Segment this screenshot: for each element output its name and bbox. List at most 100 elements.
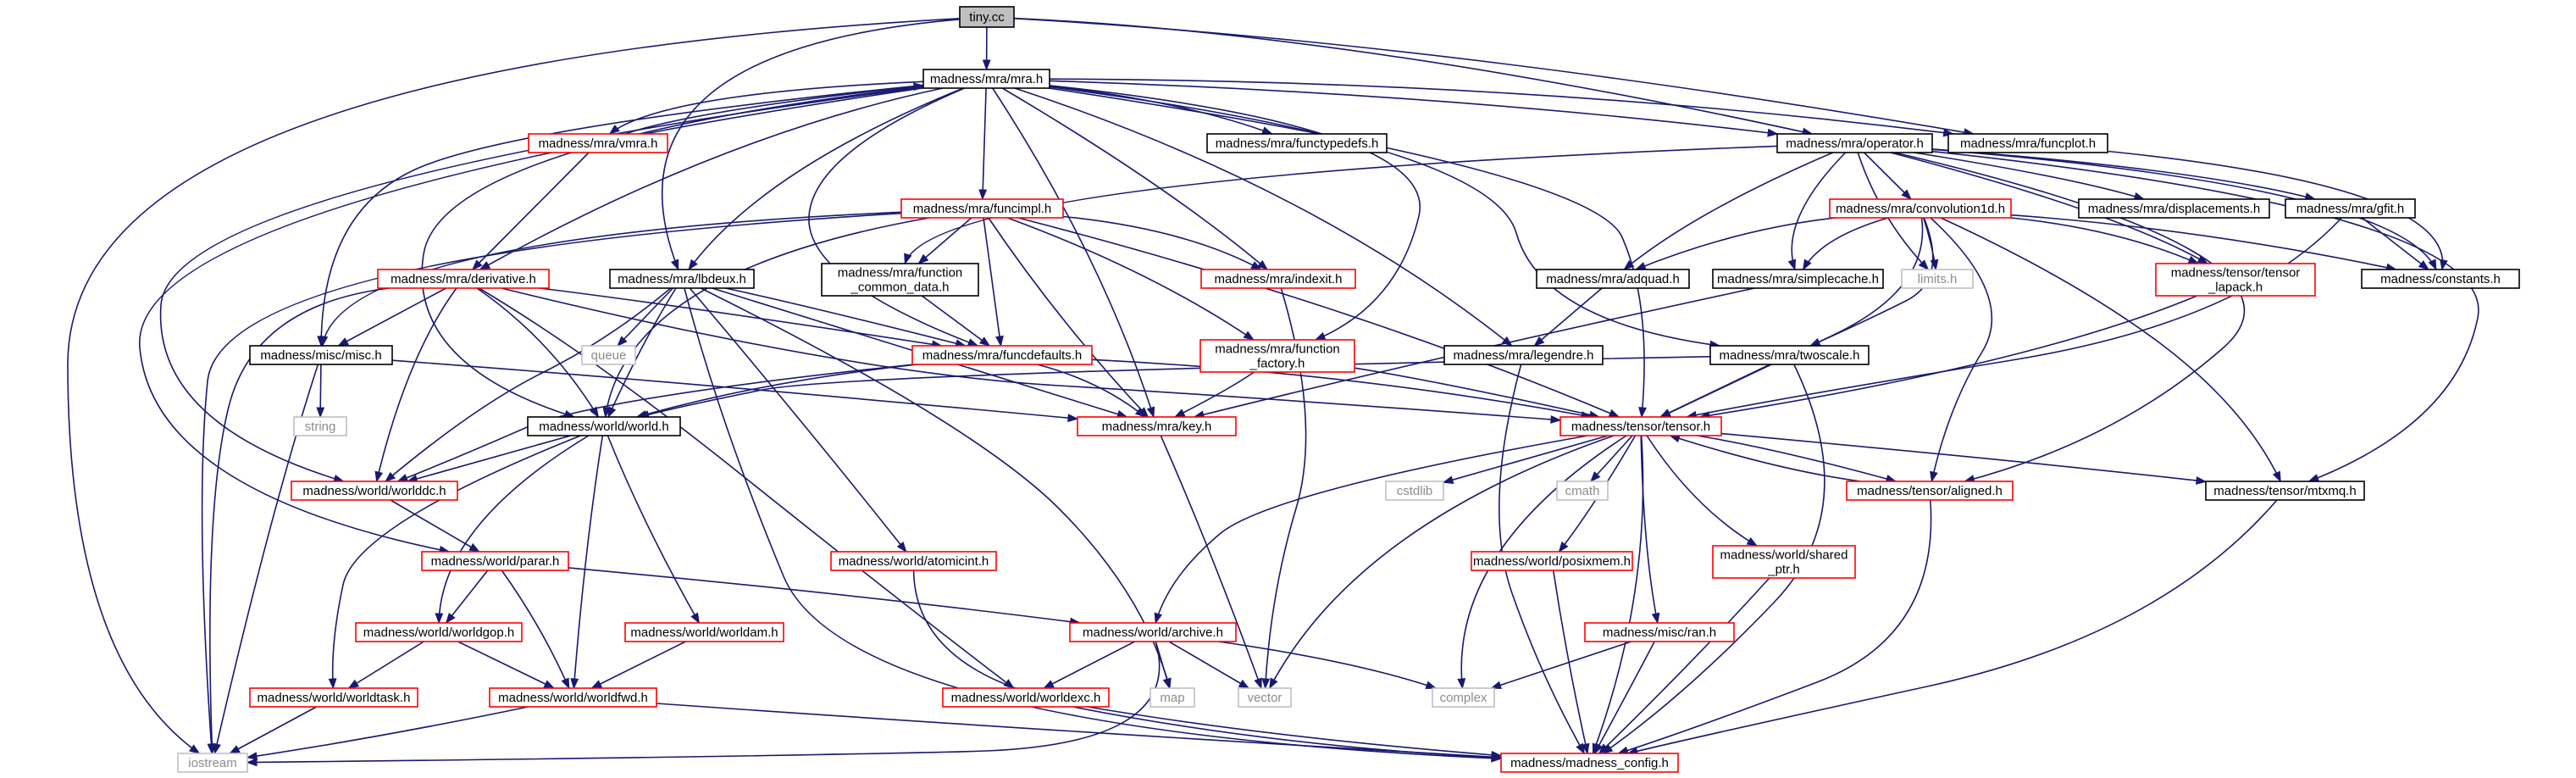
arrowhead-operator-to-limits <box>1918 259 1930 271</box>
node-worlddc[interactable]: madness/world/worlddc.h <box>291 481 458 501</box>
arrowhead-parar-to-worldfwd <box>561 677 570 690</box>
edge-world-to-worldtask <box>331 435 581 689</box>
arrowhead-world-to-worldtask <box>328 678 337 690</box>
node-archive[interactable]: madness/world/archive.h <box>1069 622 1237 642</box>
node-ran[interactable]: madness/misc/ran.h <box>1584 622 1735 642</box>
arrowhead-funcimpl-to-tensor <box>1608 408 1620 418</box>
node-funcimpl[interactable]: madness/mra/funcimpl.h <box>900 198 1064 219</box>
arrowhead-lbdeux-to-world <box>607 406 617 419</box>
node-worldgop[interactable]: madness/world/worldgop.h <box>355 622 523 642</box>
node-mra[interactable]: madness/mra/mra.h <box>922 69 1050 89</box>
arrowhead-tensor-to-posixmem <box>1558 541 1569 553</box>
node-miscmisc[interactable]: madness/misc/misc.h <box>249 345 393 365</box>
node-limits-box <box>1901 269 1974 289</box>
edge-layer <box>67 17 2479 767</box>
edge-archive-to-worldexc <box>1044 641 1135 689</box>
node-funcplot-box <box>1947 133 2108 153</box>
node-lbdeux[interactable]: madness/mra/lbdeux.h <box>609 269 755 289</box>
node-constants[interactable]: madness/constants.h <box>2361 269 2520 289</box>
node-string[interactable]: string <box>293 416 347 436</box>
node-funcdefaults[interactable]: madness/mra/funcdefaults.h <box>911 345 1093 365</box>
node-fcd[interactable]: madness/mra/function_common_data.h <box>821 263 979 297</box>
node-displacements[interactable]: madness/mra/displacements.h <box>2078 198 2270 219</box>
node-tensor[interactable]: madness/tensor/tensor.h <box>1559 416 1722 436</box>
node-worldtask[interactable]: madness/world/worldtask.h <box>249 687 418 708</box>
node-posixmem[interactable]: madness/world/posixmem.h <box>1471 551 1633 571</box>
arrowhead-worlddc-to-parar <box>468 542 480 553</box>
node-worldfwd[interactable]: madness/world/worldfwd.h <box>489 687 657 708</box>
node-worldexc[interactable]: madness/world/worldexc.h <box>942 687 1110 708</box>
arrowhead-worldfwd-to-iostream <box>246 752 258 760</box>
node-map[interactable]: map <box>1150 687 1195 708</box>
edge-mra-to-twoscale <box>1049 86 1720 347</box>
node-functypedefs[interactable]: madness/mra/functypedefs.h <box>1206 133 1388 153</box>
edge-tensor-to-vector <box>1269 435 1615 689</box>
node-ffactory[interactable]: madness/mra/function_factory.h <box>1199 339 1355 373</box>
node-simplecache-box <box>1712 269 1884 289</box>
edge-conv1d-to-mtxmq <box>1940 217 2281 482</box>
node-simplecache-label: madness/mra/simplecache.h <box>1717 272 1879 286</box>
node-conv1d[interactable]: madness/mra/convolution1d.h <box>1829 198 2012 219</box>
node-operator-box <box>1776 133 1933 153</box>
node-complex[interactable]: complex <box>1432 687 1495 708</box>
arrowhead-archive-to-complex <box>1425 681 1438 690</box>
node-twoscale[interactable]: madness/mra/twoscale.h <box>1709 345 1870 365</box>
node-iostream-label: iostream <box>188 756 237 770</box>
edge-funcdefaults-to-world <box>636 364 917 418</box>
edge-funcimpl-to-ffactory <box>1007 217 1255 341</box>
arrowhead-conv1d-to-simplecache <box>1803 258 1812 271</box>
node-tiny-label: tiny.cc <box>969 10 1005 25</box>
node-worldam[interactable]: madness/world/worldam.h <box>624 622 784 642</box>
node-simplecache[interactable]: madness/mra/simplecache.h <box>1712 269 1884 289</box>
node-cstdlib[interactable]: cstdlib <box>1385 481 1444 501</box>
arrowhead-archive-to-map <box>1162 677 1172 690</box>
node-vector-label: vector <box>1248 691 1282 705</box>
arrowhead-mra-to-vmra <box>608 125 620 135</box>
node-adquad[interactable]: madness/mra/adquad.h <box>1536 269 1690 289</box>
node-funcplot[interactable]: madness/mra/funcplot.h <box>1947 133 2108 153</box>
arrowhead-archive-to-worldexc <box>1043 680 1055 689</box>
node-parar[interactable]: madness/world/parar.h <box>421 551 569 571</box>
node-worldfwd-label: madness/world/worldfwd.h <box>498 691 648 705</box>
node-twoscale-box <box>1709 345 1870 365</box>
node-operator[interactable]: madness/mra/operator.h <box>1776 133 1933 153</box>
arrowhead-mra-to-legendre <box>1501 336 1513 347</box>
node-sharedptr[interactable]: madness/world/shared_ptr.h <box>1712 545 1856 579</box>
arrowhead-twoscale-to-tensor <box>1659 408 1671 418</box>
node-cstdlib-box <box>1385 481 1444 501</box>
node-cmath[interactable]: cmath <box>1556 481 1609 501</box>
edge-lbdeux-to-map <box>700 287 1171 689</box>
arrowhead-funcimpl-to-ffactory <box>1243 331 1255 341</box>
edge-tensor-to-mtxmq <box>1720 432 2207 483</box>
node-world[interactable]: madness/world/world.h <box>527 416 681 436</box>
node-world-label: madness/world/world.h <box>539 420 668 434</box>
node-aligned[interactable]: madness/tensor/aligned.h <box>1846 481 2014 501</box>
node-derivative[interactable]: madness/mra/derivative.h <box>377 269 550 289</box>
node-tlapack[interactable]: madness/tensor/tensor_lapack.h <box>2155 263 2316 297</box>
arrowhead-miscmisc-to-key <box>1067 414 1079 423</box>
node-atomicint[interactable]: madness/world/atomicint.h <box>830 551 997 571</box>
node-limits[interactable]: limits.h <box>1901 269 1974 289</box>
node-vector[interactable]: vector <box>1238 687 1292 708</box>
edge-twoscale-to-world <box>639 356 1711 418</box>
node-queue[interactable]: queue <box>581 345 636 365</box>
edge-posixmem-to-config <box>1552 570 1588 754</box>
edge-miscmisc-to-key <box>391 359 1078 420</box>
node-gfit-box <box>2285 198 2416 219</box>
node-mtxmq[interactable]: madness/tensor/mtxmq.h <box>2205 481 2365 501</box>
edge-lbdeux-to-worlddc <box>385 287 672 482</box>
node-queue-label: queue <box>591 348 627 363</box>
edge-archive-to-complex <box>1218 641 1437 689</box>
node-iostream[interactable]: iostream <box>177 753 248 773</box>
node-vmra[interactable]: madness/mra/vmra.h <box>528 133 668 153</box>
node-indexit[interactable]: madness/mra/indexit.h <box>1200 269 1356 289</box>
node-legendre[interactable]: madness/mra/legendre.h <box>1443 345 1604 365</box>
node-gfit[interactable]: madness/mra/gfit.h <box>2285 198 2416 219</box>
node-tiny[interactable]: tiny.cc <box>959 6 1015 28</box>
edge-derivative-to-iostream <box>209 287 390 754</box>
node-adquad-box <box>1536 269 1690 289</box>
node-gfit-label: madness/mra/gfit.h <box>2296 202 2405 216</box>
node-key[interactable]: madness/mra/key.h <box>1077 416 1237 436</box>
node-config[interactable]: madness/madness_config.h <box>1500 753 1679 773</box>
edge-conv1d-to-tlapack <box>2010 217 2199 264</box>
